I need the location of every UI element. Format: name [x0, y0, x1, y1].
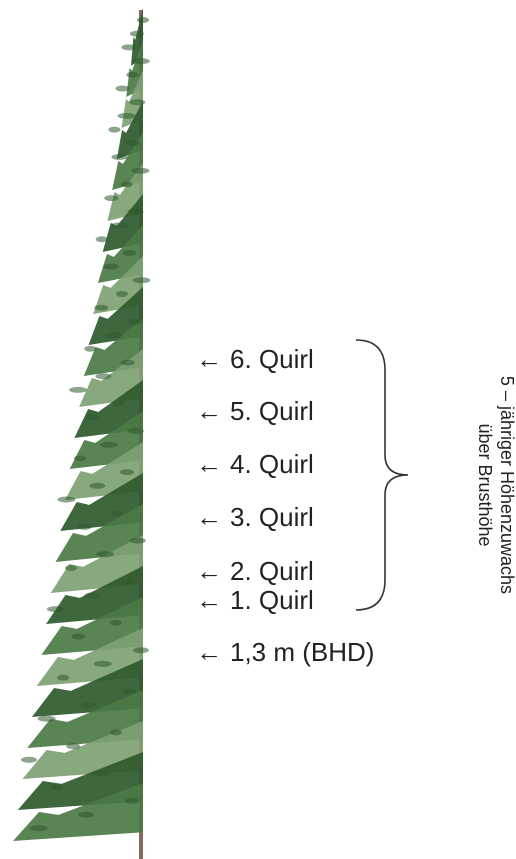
tree-needle-cluster [122, 250, 136, 256]
tree-needle-cluster [104, 195, 118, 201]
side-label-line-2: über Brusthöhe [474, 335, 496, 635]
tree-needle-cluster [84, 592, 100, 598]
arrow-left-icon: ← [196, 637, 230, 667]
tree-needle-cluster [74, 455, 86, 461]
side-label-line-1: 5 – jähriger Höhenzuwachs [496, 335, 516, 635]
tree-needle-cluster [96, 373, 112, 379]
tree-needle-cluster [121, 360, 135, 366]
tree-needle-cluster [120, 579, 134, 585]
whorl-text: 2. Quirl [230, 556, 314, 586]
tree-needle-cluster [93, 771, 111, 777]
tree-needle-cluster [71, 634, 85, 640]
tree-needle-cluster [104, 332, 122, 338]
breast-height-label: ←1,3 m (BHD) [196, 637, 374, 667]
whorl-label-6: ←6. Quirl [196, 344, 314, 374]
arrow-left-icon: ← [196, 502, 230, 532]
tree-needle-cluster [84, 346, 96, 352]
tree-needle-cluster [21, 757, 37, 763]
tree-needle-cluster [100, 442, 118, 448]
arrow-left-icon: ← [196, 449, 230, 479]
increment-side-label: 5 – jähriger Höhenzuwachs über Brusthöhe [472, 335, 516, 635]
whorl-text: 1. Quirl [230, 585, 314, 615]
tree-needle-cluster [69, 387, 87, 393]
tree-needle-cluster [125, 798, 139, 804]
tree-needle-cluster [94, 305, 108, 311]
tree-needle-cluster [108, 127, 120, 133]
tree-needle-cluster [132, 168, 150, 174]
tree-needle-cluster [115, 86, 129, 92]
tree-needle-cluster [110, 223, 128, 229]
tree-needle-cluster [81, 702, 97, 708]
tree-needle-cluster [122, 688, 136, 694]
tree-needle-cluster [96, 551, 114, 557]
brace-path [356, 340, 408, 610]
tree-needle-cluster [127, 318, 143, 324]
tree-needle-cluster [57, 497, 75, 503]
tree-needle-cluster [132, 277, 150, 283]
tree-needle-cluster [137, 17, 149, 23]
tree-needle-cluster [121, 181, 133, 187]
tree-needle-cluster [65, 565, 77, 571]
tree-needle-cluster [78, 524, 92, 530]
tree-needle-cluster [133, 647, 149, 653]
arrow-left-icon: ← [196, 344, 230, 374]
whorl-label-3: ←3. Quirl [196, 502, 314, 532]
whorl-label-5: ←5. Quirl [196, 396, 314, 426]
whorl-label-2: ←2. Quirl [196, 556, 314, 586]
arrow-left-icon: ← [196, 556, 230, 586]
tree-needle-cluster [103, 264, 119, 270]
whorl-text: 4. Quirl [230, 449, 314, 479]
whorl-text: 3. Quirl [230, 502, 314, 532]
tree-needle-cluster [57, 675, 69, 681]
tree-needle-cluster [126, 72, 138, 78]
tree-needle-cluster [132, 58, 150, 64]
arrow-left-icon: ← [196, 396, 230, 426]
tree-needle-cluster [89, 483, 105, 489]
tree-needle-cluster [118, 113, 136, 119]
tree-needle-cluster [116, 291, 128, 297]
tree-needle-cluster [110, 620, 122, 626]
breast-height-text: 1,3 m (BHD) [230, 637, 374, 667]
curly-brace [350, 335, 420, 615]
tree-needle-cluster [96, 236, 108, 242]
tree-needle-cluster [111, 510, 123, 516]
tree-needle-cluster [66, 743, 80, 749]
tree-needle-cluster [47, 606, 65, 612]
whorl-text: 5. Quirl [230, 396, 314, 426]
tree-needle-cluster [38, 716, 56, 722]
tree-needle-cluster [94, 661, 112, 667]
tree-needle-cluster [129, 99, 145, 105]
tree-needle-cluster [128, 209, 144, 215]
arrow-left-icon: ← [196, 585, 230, 615]
tree-needle-cluster [121, 44, 137, 50]
tree-needle-cluster [112, 154, 128, 160]
tree-needle-cluster [51, 784, 63, 790]
tree-needle-cluster [126, 140, 140, 146]
whorl-label-4: ←4. Quirl [196, 449, 314, 479]
tree-needle-cluster [85, 414, 99, 420]
tree-needle-cluster [130, 538, 146, 544]
tree-needle-cluster [120, 469, 134, 475]
tree-needle-cluster [113, 401, 125, 407]
tree-needle-cluster [110, 729, 122, 735]
whorl-label-1: ←1. Quirl [196, 585, 314, 615]
spruce-tree-image [0, 0, 150, 859]
whorl-text: 6. Quirl [230, 344, 314, 374]
tree-needle-cluster [78, 812, 94, 818]
tree-needle-cluster [130, 31, 144, 37]
tree-needle-cluster [128, 428, 144, 434]
tree-needle-cluster [30, 825, 48, 831]
